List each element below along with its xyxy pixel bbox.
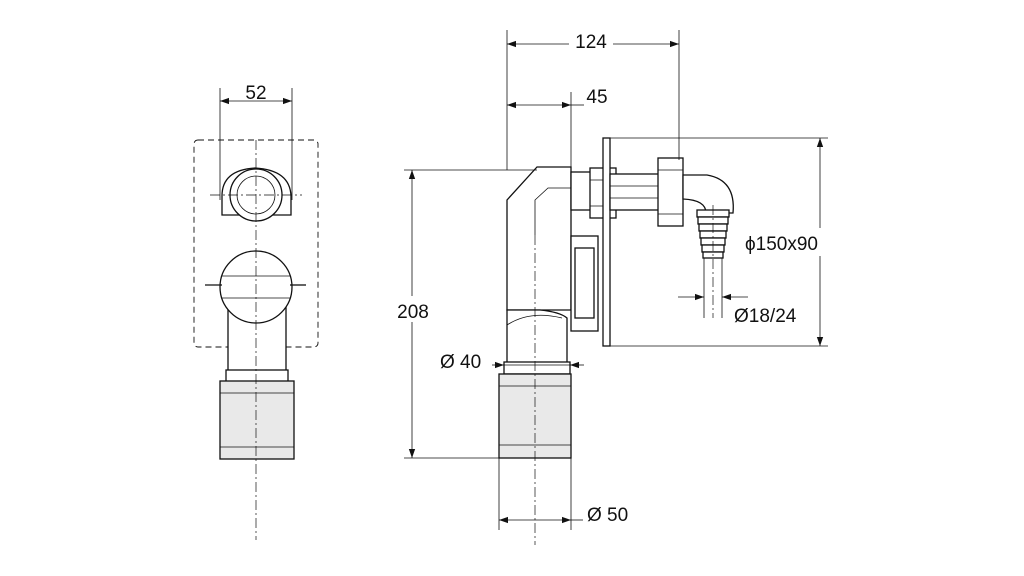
front-view: 52 bbox=[193, 83, 319, 540]
dim-52-label: 52 bbox=[245, 83, 266, 104]
front-view-outlet-pipe bbox=[219, 380, 295, 460]
side-view-union-nut bbox=[657, 157, 684, 227]
dim-d40-label: Ø 40 bbox=[440, 352, 481, 373]
dim-plate-label: ϕ150x90 bbox=[745, 234, 818, 255]
dim-d50-label: Ø 50 bbox=[587, 505, 628, 526]
dim-hose-label: Ø18/24 bbox=[734, 306, 797, 327]
side-view-wall-plate bbox=[602, 137, 611, 347]
side-view-elbow bbox=[506, 309, 568, 371]
side-view: 124 45 208 Ø 40 Ø 50 ϕ150x90 Ø18/24 bbox=[390, 30, 836, 545]
dim-124-label: 124 bbox=[575, 32, 607, 53]
side-view-body bbox=[506, 166, 572, 311]
front-view-collar bbox=[225, 369, 289, 383]
side-view-hose-elbow bbox=[682, 174, 734, 214]
side-view-inlet-collar bbox=[503, 361, 571, 375]
dim-208-label: 208 bbox=[397, 302, 429, 323]
side-view-through-fitting bbox=[609, 173, 663, 211]
dim-45-label: 45 bbox=[586, 87, 607, 108]
